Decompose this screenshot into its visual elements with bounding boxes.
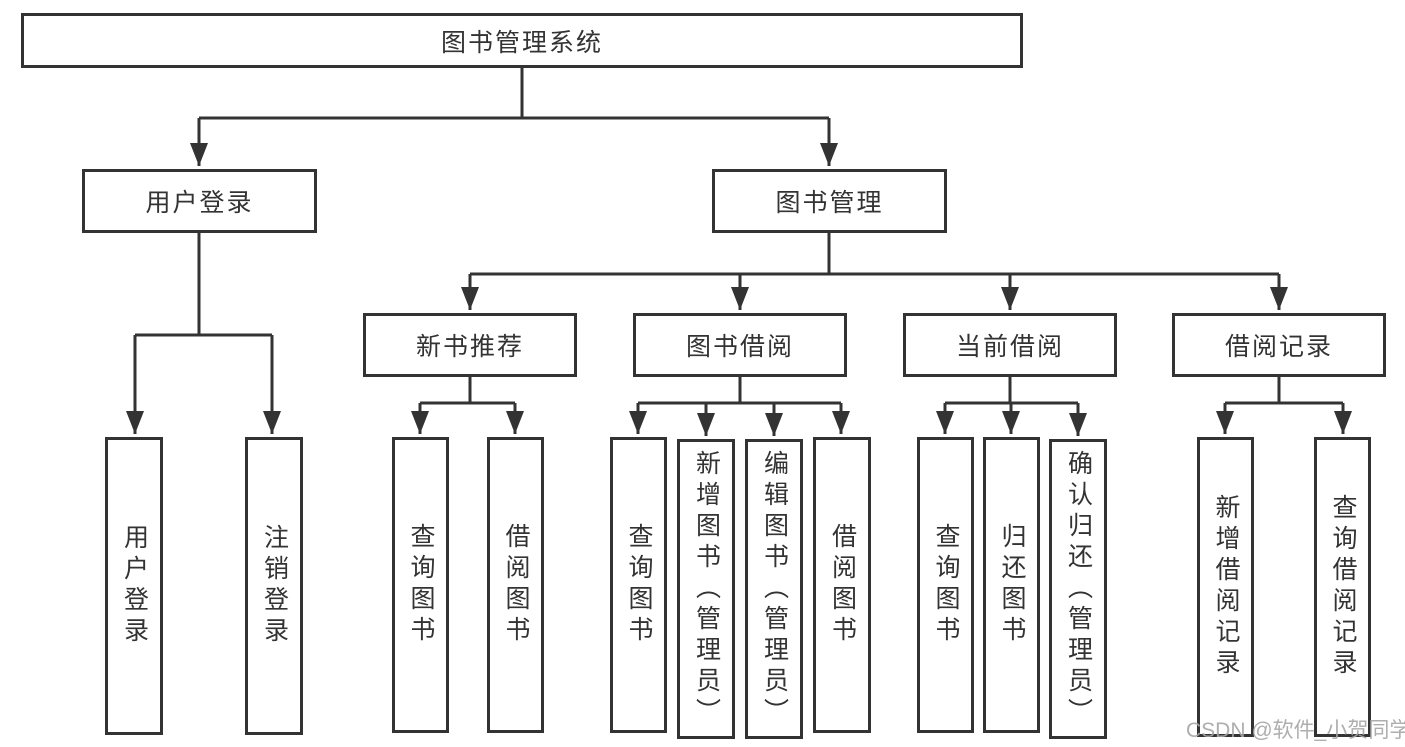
node-new-book-recommend-label: 新书推荐 — [415, 333, 524, 361]
node-bb-borrow-books-label: 借阅图书 — [828, 523, 857, 647]
node-br-add-record: 新增借阅记录 — [1197, 437, 1254, 737]
node-current-borrowing: 当前借阅 — [903, 313, 1117, 377]
node-book-borrowing-label: 图书借阅 — [685, 333, 794, 361]
node-bb-add-books-admin: 新增图书（管理员） — [677, 439, 735, 739]
node-cb-query-books-label: 查询图书 — [932, 523, 960, 647]
node-book-management-label: 图书管理 — [775, 189, 884, 217]
node-bb-edit-books-admin-label: 编辑图书（管理员） — [760, 449, 789, 729]
node-cb-return-books: 归还图书 — [983, 437, 1040, 733]
node-user-login-label: 用户登录 — [145, 189, 254, 217]
node-nb-query-books-label: 查询图书 — [407, 523, 435, 647]
node-bb-query-books: 查询图书 — [610, 437, 667, 733]
node-ul-logout: 注销登录 — [245, 437, 303, 735]
node-nb-query-books: 查询图书 — [392, 437, 449, 733]
node-br-add-record-label: 新增借阅记录 — [1212, 494, 1240, 680]
node-root: 图书管理系统 — [21, 13, 1023, 68]
node-new-book-recommend: 新书推荐 — [363, 313, 577, 377]
node-borrowing-records-label: 借阅记录 — [1224, 333, 1333, 361]
node-ul-login: 用户登录 — [105, 437, 163, 735]
node-cb-confirm-return-admin-label: 确认归还（管理员） — [1064, 449, 1093, 729]
node-cb-return-books-label: 归还图书 — [998, 523, 1026, 647]
node-bb-query-books-label: 查询图书 — [625, 523, 653, 647]
node-br-query-record-label: 查询借阅记录 — [1329, 494, 1357, 680]
node-nb-borrow-books: 借阅图书 — [487, 437, 544, 733]
node-book-management: 图书管理 — [712, 169, 947, 233]
csdn-watermark: CSDN @软件_小贺同学 — [1186, 719, 1405, 742]
node-current-borrowing-label: 当前借阅 — [955, 333, 1064, 361]
node-bb-add-books-admin-label: 新增图书（管理员） — [692, 449, 721, 729]
node-user-login: 用户登录 — [82, 169, 317, 233]
node-cb-confirm-return-admin: 确认归还（管理员） — [1049, 439, 1107, 739]
node-root-label: 图书管理系统 — [440, 28, 603, 57]
node-book-borrowing: 图书借阅 — [633, 313, 847, 377]
node-cb-query-books: 查询图书 — [917, 437, 974, 733]
node-ul-logout-label: 注销登录 — [260, 524, 289, 648]
node-borrowing-records: 借阅记录 — [1172, 313, 1386, 377]
node-bb-borrow-books: 借阅图书 — [813, 437, 871, 733]
node-bb-edit-books-admin: 编辑图书（管理员） — [745, 439, 803, 739]
node-nb-borrow-books-label: 借阅图书 — [502, 523, 530, 647]
node-ul-login-label: 用户登录 — [120, 524, 149, 648]
node-br-query-record: 查询借阅记录 — [1314, 437, 1371, 737]
